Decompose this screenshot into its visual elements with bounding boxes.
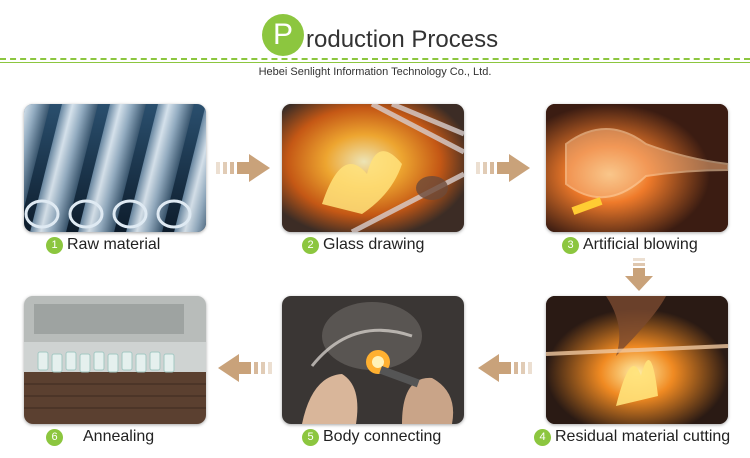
step-label: Residual material cutting xyxy=(555,428,731,445)
header-divider-line xyxy=(0,62,750,63)
photo-residual-cutting xyxy=(546,296,728,424)
step-label: Glass drawing xyxy=(323,236,425,253)
arrow-right-icon xyxy=(476,154,530,182)
step-caption-2: 2 Glass drawing xyxy=(302,236,424,254)
step-number-badge: 5 xyxy=(302,428,319,446)
logo-badge: P xyxy=(262,14,304,56)
step-number-badge: 4 xyxy=(534,428,551,446)
glass-tubes-image xyxy=(24,104,206,232)
step-caption-5: 5 Body connecting xyxy=(302,428,441,446)
header: P roduction Process Hebei Senlight Infor… xyxy=(0,0,750,90)
step-number-badge: 6 xyxy=(46,428,63,446)
step-label: Raw material xyxy=(67,236,161,253)
step-caption-6: 6 Annealing xyxy=(46,428,154,446)
photo-body-connecting xyxy=(282,296,464,424)
company-name: Hebei Senlight Information Technology Co… xyxy=(258,66,492,78)
photo-raw-material xyxy=(24,104,206,232)
arrow-right-icon xyxy=(216,154,270,182)
photo-artificial-blowing xyxy=(546,104,728,232)
hands-torch-image xyxy=(282,296,464,424)
photo-glass-drawing xyxy=(282,104,464,232)
step-label: Body connecting xyxy=(323,428,442,445)
step-caption-3: 3 Artificial blowing xyxy=(562,236,698,254)
glass-blowing-image xyxy=(546,104,728,232)
step-number-badge: 2 xyxy=(302,236,319,254)
arrow-left-icon xyxy=(478,354,532,382)
photo-annealing xyxy=(24,296,206,424)
flame-cutting-image xyxy=(546,296,728,424)
page-title: roduction Process xyxy=(306,26,499,53)
arrow-left-icon xyxy=(218,354,272,382)
step-caption-4: 4 Residual material cutting xyxy=(534,428,730,446)
annealing-oven-image xyxy=(24,296,206,424)
step-label: Annealing xyxy=(83,428,155,445)
arrow-down-icon xyxy=(625,258,653,291)
step-number-badge: 1 xyxy=(46,236,63,254)
step-label: Artificial blowing xyxy=(583,236,698,253)
header-divider xyxy=(0,58,750,60)
flame-drawing-image xyxy=(282,104,464,232)
step-caption-1: 1 Raw material xyxy=(46,236,160,254)
step-number-badge: 3 xyxy=(562,236,579,254)
